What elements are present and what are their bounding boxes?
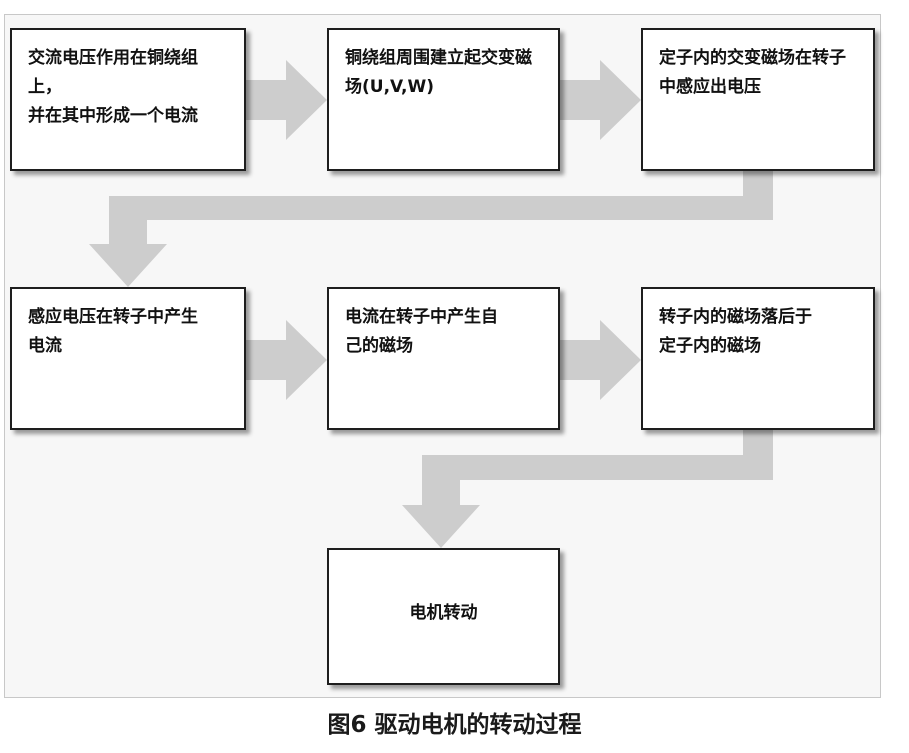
step-box-3: 定子内的交变磁场在转子 中感应出电压	[641, 28, 875, 171]
arrow-step6-to-step7	[402, 430, 773, 548]
step-1-text: 交流电压作用在铜绕组上， 并在其中形成一个电流	[28, 48, 198, 126]
arrow-step5-to-step6	[560, 320, 641, 400]
arrow-step1-to-step2	[246, 60, 327, 140]
step-box-6: 转子内的磁场落后于 定子内的磁场	[641, 287, 875, 430]
arrow-step3-to-step4	[89, 171, 773, 287]
step-box-7: 电机转动	[327, 548, 560, 685]
step-box-5: 电流在转子中产生自 己的磁场	[327, 287, 560, 430]
step-4-text: 感应电压在转子中产生 电流	[28, 307, 198, 356]
step-box-4: 感应电压在转子中产生 电流	[10, 287, 246, 430]
step-2-text: 铜绕组周围建立起交变磁 场(U,V,W)	[345, 48, 532, 97]
step-3-text: 定子内的交变磁场在转子 中感应出电压	[659, 48, 846, 97]
step-5-text: 电流在转子中产生自 己的磁场	[345, 307, 498, 356]
step-6-text: 转子内的磁场落后于 定子内的磁场	[659, 307, 812, 356]
step-box-1: 交流电压作用在铜绕组上， 并在其中形成一个电流	[10, 28, 246, 171]
step-box-2: 铜绕组周围建立起交变磁 场(U,V,W)	[327, 28, 560, 171]
step-7-text: 电机转动	[409, 603, 478, 623]
arrow-step4-to-step5	[246, 320, 327, 400]
figure-caption: 图6 驱动电机的转动过程	[327, 712, 582, 738]
arrow-step2-to-step3	[560, 60, 641, 140]
